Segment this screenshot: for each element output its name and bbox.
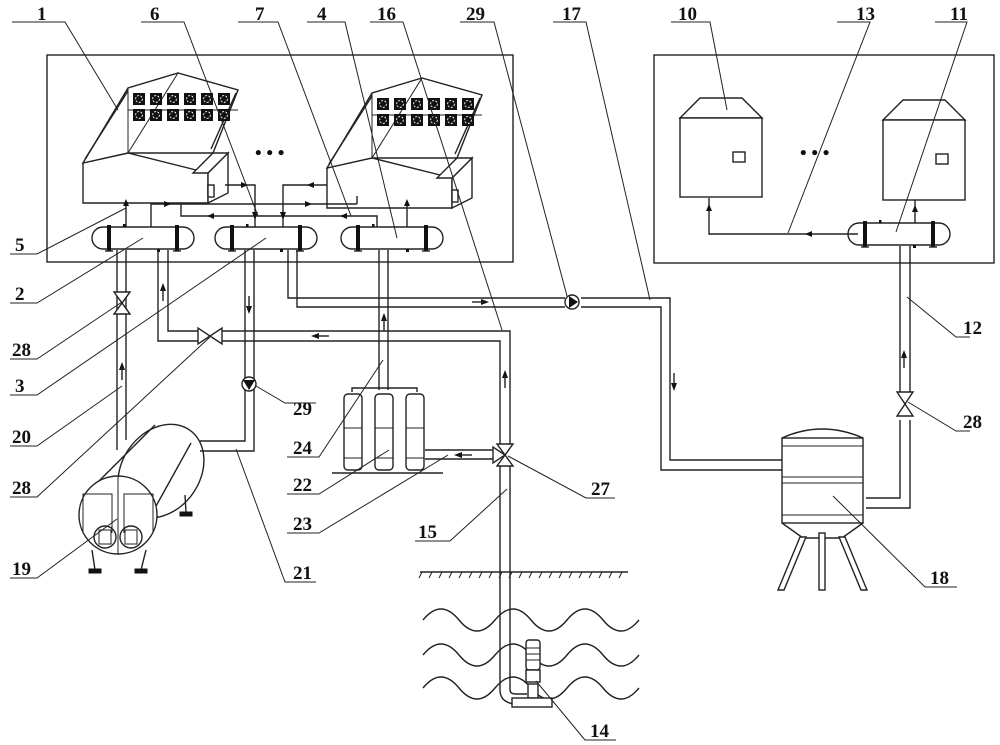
livestock-building-10 bbox=[678, 97, 764, 198]
external-piping bbox=[116, 246, 911, 690]
label-21: 21 bbox=[293, 563, 312, 584]
valve-28-left[interactable] bbox=[112, 291, 132, 315]
buffer-tank-18 bbox=[776, 428, 869, 591]
filter-tanks-22 bbox=[332, 387, 443, 474]
label-13: 13 bbox=[856, 4, 875, 25]
valve-28-right[interactable] bbox=[895, 391, 915, 417]
label-11: 11 bbox=[950, 4, 968, 25]
greenhouse-zone-piping bbox=[123, 182, 410, 227]
label-2: 2 bbox=[15, 284, 25, 305]
greenhouse-1 bbox=[82, 72, 239, 204]
label-28-right: 28 bbox=[963, 412, 982, 433]
label-23: 23 bbox=[293, 514, 312, 535]
greenhouse-ellipsis: • • • bbox=[255, 143, 284, 164]
livestock-ellipsis: • • • bbox=[800, 143, 829, 164]
label-14: 14 bbox=[590, 721, 610, 742]
label-22: 22 bbox=[293, 475, 312, 496]
livestock-zone-piping bbox=[706, 198, 918, 237]
label-5: 5 bbox=[15, 235, 25, 256]
label-17: 17 bbox=[562, 4, 582, 25]
label-3: 3 bbox=[15, 376, 25, 397]
label-16: 16 bbox=[377, 4, 396, 25]
storage-tank-19 bbox=[78, 423, 205, 574]
label-7: 7 bbox=[255, 4, 265, 25]
label-27: 27 bbox=[591, 479, 611, 500]
submersible-pump-14 bbox=[499, 639, 553, 708]
pump-29-upper[interactable] bbox=[564, 294, 580, 310]
label-12: 12 bbox=[963, 318, 982, 339]
label-20: 20 bbox=[12, 427, 31, 448]
label-15: 15 bbox=[418, 522, 437, 543]
greenhouse-zone-frame bbox=[46, 54, 514, 263]
label-24: 24 bbox=[293, 438, 313, 459]
heat-exchanger-4 bbox=[340, 223, 444, 253]
livestock-building-11 bbox=[881, 99, 967, 201]
label-19: 19 bbox=[12, 559, 31, 580]
label-1: 1 bbox=[37, 4, 47, 25]
label-29-bottom: 29 bbox=[293, 399, 312, 420]
label-10: 10 bbox=[678, 4, 697, 25]
three-way-valve-27[interactable] bbox=[492, 443, 515, 467]
label-18: 18 bbox=[930, 568, 949, 589]
label-28-left: 28 bbox=[12, 340, 31, 361]
label-28-middle: 28 bbox=[12, 478, 31, 499]
part-labels: 1 6 7 4 16 29 17 10 13 11 5 2 28 3 20 28… bbox=[12, 4, 982, 742]
pump-29-lower[interactable] bbox=[241, 376, 257, 392]
greenhouse-2 bbox=[326, 77, 483, 209]
label-6: 6 bbox=[150, 4, 160, 25]
valve-28-middle[interactable] bbox=[197, 326, 223, 346]
label-4: 4 bbox=[317, 4, 327, 25]
label-29-top: 29 bbox=[466, 4, 485, 25]
ground-surface bbox=[418, 571, 628, 579]
livestock-zone-frame bbox=[653, 54, 995, 264]
leader-lines bbox=[10, 21, 970, 741]
